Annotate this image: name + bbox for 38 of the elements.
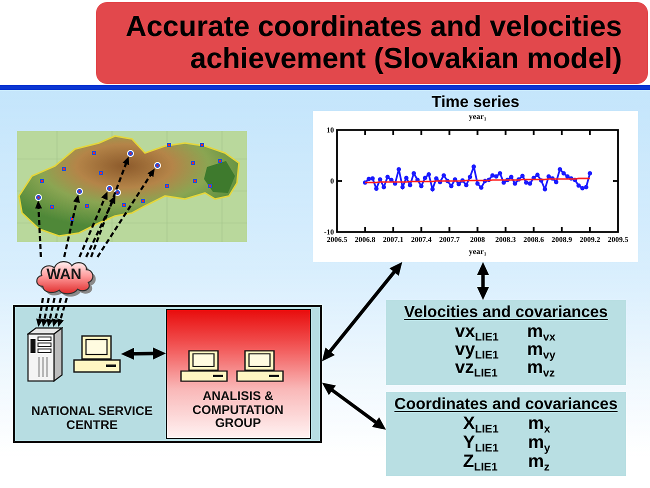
math-symbol: vx$_{LIE1}$ [455, 322, 499, 340]
dashed-arrow [46, 298, 56, 328]
dashed-arrow [63, 194, 80, 258]
double-arrow [121, 348, 166, 360]
dashed-arrow [41, 298, 50, 328]
dashed-arrow [78, 192, 108, 258]
process-box [166, 309, 311, 439]
desktop-computer-icon [73, 335, 121, 373]
double-arrow [322, 262, 402, 362]
math-symbol: vz$_{LIE1}$ [455, 358, 498, 376]
dashed-arrow [90, 156, 130, 258]
relief-map [17, 131, 247, 242]
double-arrow [477, 262, 489, 300]
dashed-arrow [36, 298, 44, 327]
dashed-arrow [57, 298, 68, 327]
info-box [386, 392, 626, 476]
cloud-label: WAN [46, 267, 82, 283]
server-tower-icon [27, 327, 63, 382]
math-symbol: X$_{LIE1}$ [463, 414, 499, 433]
dashed-arrow [52, 298, 62, 327]
math-symbol: Z$_{LIE1}$ [463, 452, 498, 471]
box-label: ANALISIS & COMPUTATION GROUP [191, 390, 285, 430]
title: Accurate coordinates and velocities achievement (Slovakian model) [124, 11, 622, 75]
double-arrow [322, 382, 386, 430]
box-heading: Velocities and covariances [404, 303, 608, 322]
dashed-arrow [85, 196, 116, 258]
math-symbol: m$_{vx}$ [527, 322, 556, 340]
chart-heading: Time series [432, 95, 520, 111]
dashed-arrow [35, 200, 42, 258]
dashed-arrow [96, 168, 155, 258]
math-symbol: m$_{y}$ [528, 433, 550, 452]
box-label: NATIONAL SERVICE CENTRE [30, 405, 154, 432]
info-box [386, 300, 626, 385]
math-symbol: m$_{x}$ [528, 414, 550, 433]
math-symbol: vy$_{LIE1}$ [455, 340, 499, 358]
math-symbol: Y$_{LIE1}$ [463, 433, 499, 452]
box-heading: Coordinates and covariances [394, 395, 618, 414]
group-box [13, 305, 322, 443]
